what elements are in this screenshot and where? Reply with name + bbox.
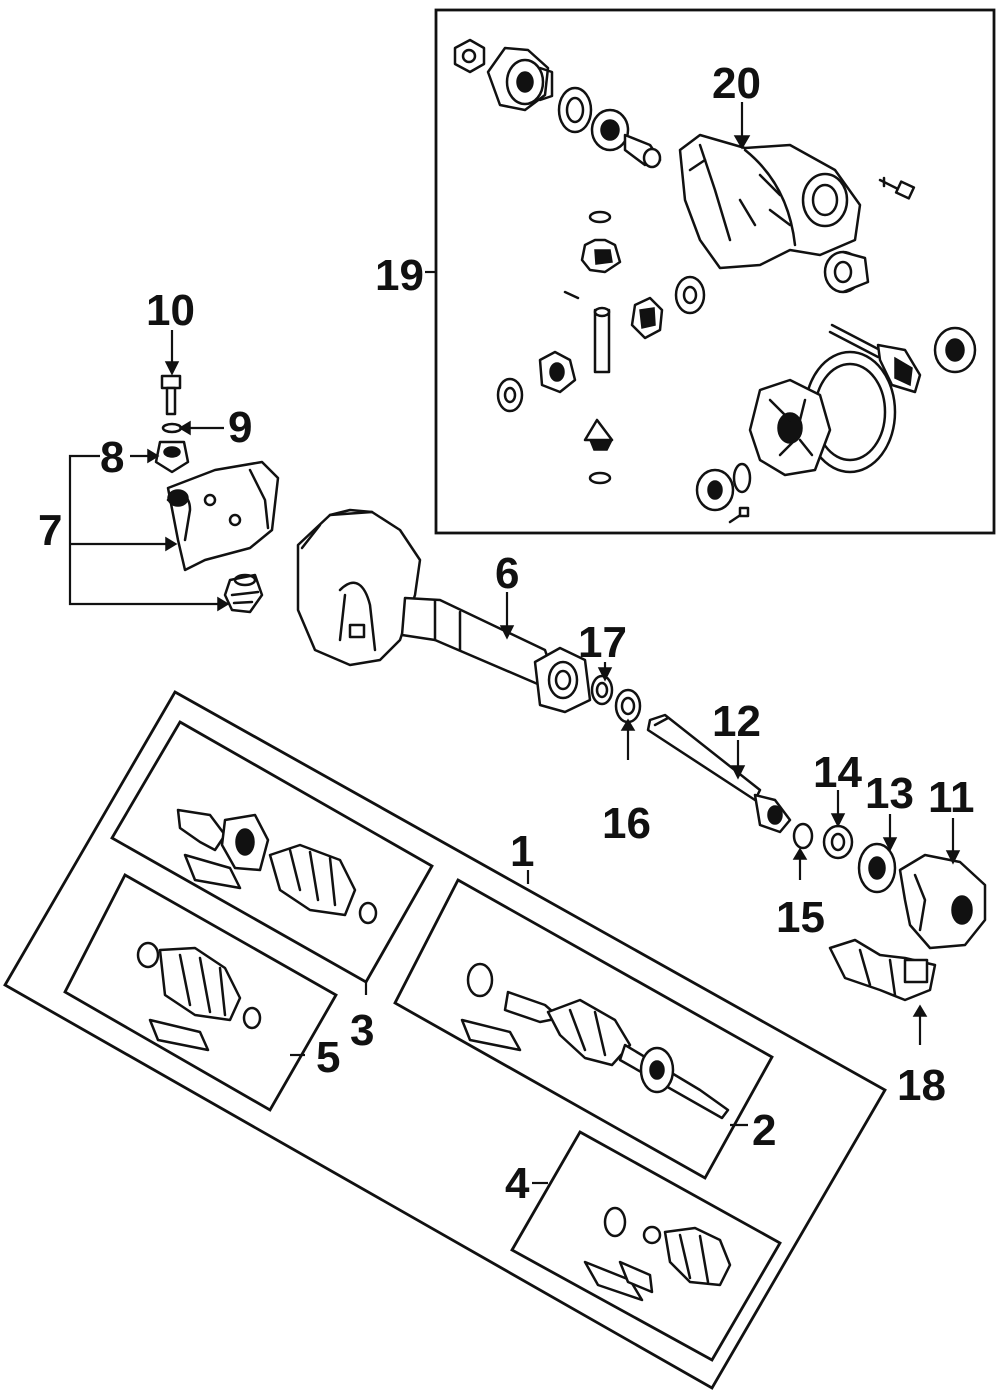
callout-5: 5 bbox=[316, 1033, 340, 1082]
callout-3: 3 bbox=[350, 1006, 374, 1055]
callout-13: 13 bbox=[865, 769, 914, 818]
cv-axle-box bbox=[393, 878, 774, 1180]
boot-kit-box bbox=[510, 1130, 782, 1362]
axle-shaft-icon bbox=[646, 713, 792, 834]
side-gear-icon bbox=[580, 238, 622, 274]
inner-cv-parts bbox=[136, 941, 262, 1052]
ring-gear-case-icon bbox=[748, 350, 897, 477]
callout-9: 9 bbox=[228, 403, 252, 452]
callout-18: 18 bbox=[897, 1061, 946, 1110]
companion-flange-icon bbox=[486, 46, 554, 112]
side-gear-left-icon bbox=[538, 350, 577, 394]
inner-cv-joint-box bbox=[63, 873, 338, 1112]
callout-10: 10 bbox=[146, 286, 195, 335]
mount-bolt-icon bbox=[160, 374, 182, 416]
outer-cv-joint-box bbox=[110, 720, 434, 984]
knuckle-icon bbox=[898, 853, 987, 950]
cv-axle-assembly-box bbox=[3, 690, 887, 1390]
mount-cushion-icon bbox=[154, 440, 190, 474]
differential-parts bbox=[453, 38, 977, 524]
callout-11: 11 bbox=[928, 773, 975, 822]
carrier-bolt-icon bbox=[878, 176, 916, 200]
callout-1: 1 bbox=[510, 827, 534, 876]
pinion-bearing-rear-icon bbox=[933, 326, 977, 374]
wheel-bearing-icon bbox=[822, 824, 854, 860]
washer-lower-icon bbox=[588, 471, 612, 485]
callout-15: 15 bbox=[776, 893, 825, 942]
mount-stud-icon bbox=[223, 573, 264, 614]
leader-lines bbox=[68, 102, 961, 1185]
pinion-shaft-icon bbox=[593, 306, 611, 374]
pinion-bearing-icon bbox=[590, 108, 662, 169]
callout-labels: 1 2 3 4 5 6 7 8 9 10 11 12 13 14 15 16 1… bbox=[38, 59, 975, 1208]
ring-gear-bolt-icon bbox=[728, 506, 750, 524]
oil-seal-icon bbox=[590, 674, 614, 706]
flange-nut-icon bbox=[453, 38, 486, 74]
mount-bracket-icon bbox=[166, 460, 280, 572]
hub-bearing-icon bbox=[857, 842, 897, 894]
side-bearing-race-icon bbox=[823, 250, 870, 294]
outer-cv-parts bbox=[176, 808, 378, 925]
pinion-gear-icon bbox=[630, 296, 664, 340]
cv-axle-parts bbox=[460, 962, 730, 1120]
abs-sensor-icon bbox=[828, 938, 937, 1002]
mount-assembly bbox=[154, 374, 280, 614]
callout-19: 19 bbox=[375, 251, 424, 300]
shim-icon bbox=[732, 462, 752, 494]
callout-8: 8 bbox=[100, 433, 124, 482]
carrier-housing-icon bbox=[678, 133, 862, 270]
axle-bearing-icon bbox=[614, 688, 642, 724]
thrust-washer-icon bbox=[588, 210, 612, 224]
pinion-gear-lower-icon bbox=[583, 418, 614, 451]
callout-17: 17 bbox=[578, 618, 627, 667]
mount-washer-icon bbox=[161, 422, 183, 434]
lock-pin-icon bbox=[563, 290, 580, 300]
spacer-ring-icon bbox=[792, 822, 814, 850]
side-gear-washer-icon bbox=[496, 377, 524, 413]
boot-kit-parts bbox=[583, 1206, 732, 1302]
pinion-seal-icon bbox=[557, 86, 593, 134]
callout-14: 14 bbox=[813, 748, 862, 797]
callout-7: 7 bbox=[38, 506, 62, 555]
side-bearing-icon bbox=[695, 468, 735, 512]
callout-20: 20 bbox=[712, 59, 761, 108]
callout-12: 12 bbox=[712, 697, 761, 746]
pinion-thrust-washer-icon bbox=[674, 275, 706, 315]
callout-16: 16 bbox=[602, 799, 651, 848]
callout-6: 6 bbox=[495, 549, 519, 598]
drive-pinion-icon bbox=[828, 323, 922, 394]
axle-housing-icon bbox=[296, 508, 592, 714]
callout-4: 4 bbox=[505, 1159, 530, 1208]
callout-2: 2 bbox=[752, 1106, 776, 1155]
